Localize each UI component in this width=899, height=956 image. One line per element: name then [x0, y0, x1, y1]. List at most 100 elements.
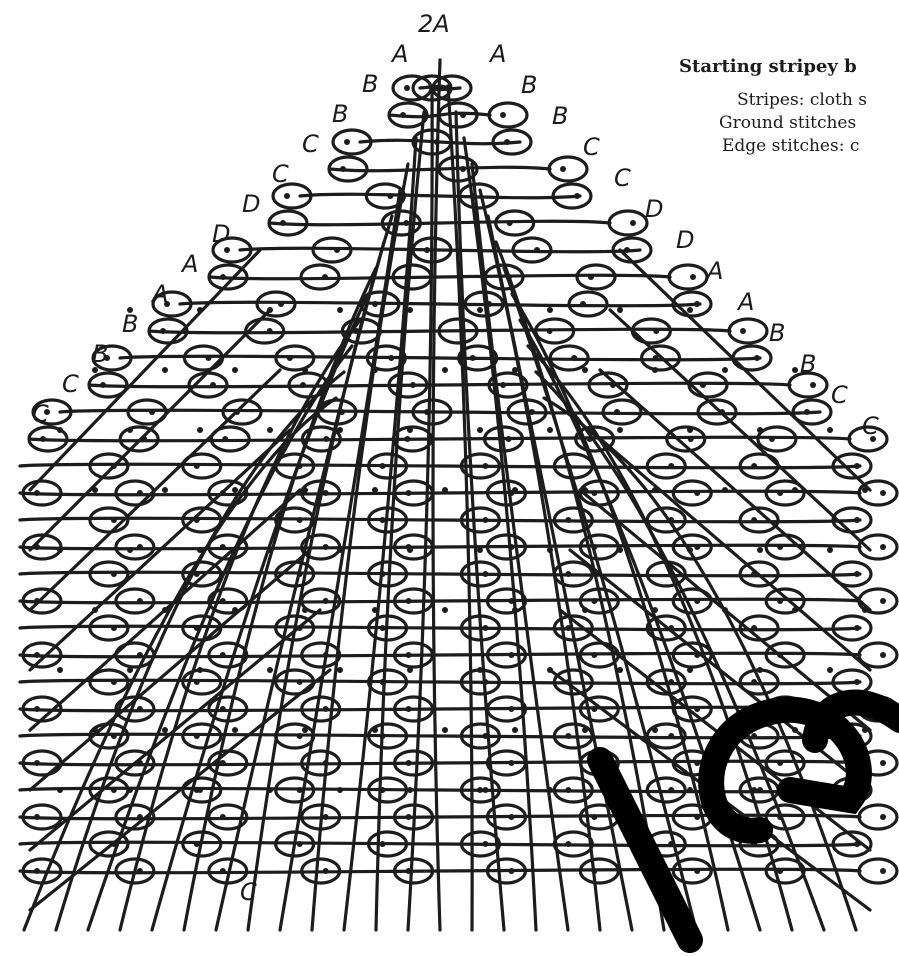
- pin-loop: [489, 103, 527, 127]
- horizontal-strand: [270, 221, 610, 224]
- ground-dot: [267, 667, 273, 673]
- pin-dot: [406, 652, 412, 658]
- pin-dot: [222, 436, 228, 442]
- pin-dot: [694, 760, 700, 766]
- pin-dot: [34, 706, 40, 712]
- ground-dot: [617, 667, 623, 673]
- ground-dot: [162, 727, 168, 733]
- pin-dot: [380, 463, 386, 469]
- legend-title: Starting stripey b: [679, 56, 899, 77]
- pin-dot: [560, 166, 566, 172]
- ground-dot: [827, 667, 833, 673]
- pin-dot: [508, 868, 514, 874]
- ground-dot: [372, 487, 378, 493]
- pin-dot: [694, 490, 700, 496]
- pin-dot: [406, 868, 412, 874]
- pin-dot: [353, 328, 359, 334]
- pin-dot: [507, 220, 513, 226]
- pin-dot: [854, 841, 860, 847]
- pin-dot: [220, 760, 226, 766]
- pin-dot: [571, 355, 577, 361]
- legend-ground: Ground stitches: [719, 112, 899, 135]
- ground-dot: [477, 667, 483, 673]
- pin-dot: [344, 139, 350, 145]
- pin-dot: [591, 490, 597, 496]
- ground-dot: [722, 607, 728, 613]
- legend: Starting stripey b Stripes: cloth s Grou…: [679, 56, 899, 158]
- pin-dot: [297, 679, 303, 685]
- ground-dot: [267, 427, 273, 433]
- pin-dot: [751, 679, 757, 685]
- pin-dot: [403, 220, 409, 226]
- ground-dot: [652, 727, 658, 733]
- horizontal-strand: [20, 491, 860, 494]
- pin-dot: [460, 328, 466, 334]
- pin-dot: [591, 544, 597, 550]
- pin-dot: [323, 760, 329, 766]
- ground-dot: [92, 607, 98, 613]
- ground-dot: [197, 547, 203, 553]
- pair-label-left: A: [390, 40, 408, 68]
- pair-label-right: B: [552, 102, 568, 130]
- pin-dot: [508, 814, 514, 820]
- ground-dot: [57, 427, 63, 433]
- pin-dot: [500, 112, 506, 118]
- pin-dot: [297, 841, 303, 847]
- pin-dot: [508, 544, 514, 550]
- pin-dot: [234, 409, 240, 415]
- pin-loop: [549, 157, 587, 181]
- horizontal-strand: [20, 464, 860, 467]
- ground-dot: [337, 667, 343, 673]
- pin-dot: [278, 301, 284, 307]
- pair-label-right: B: [800, 350, 816, 378]
- pin-dot: [751, 787, 757, 793]
- pin-dot: [380, 625, 386, 631]
- ground-dot: [127, 547, 133, 553]
- ground-dot: [827, 427, 833, 433]
- pin-dot: [380, 679, 386, 685]
- pin-dot: [751, 733, 757, 739]
- pin-loop: [859, 805, 897, 829]
- pin-dot: [323, 598, 329, 604]
- ground-dot: [652, 487, 658, 493]
- pair-label-left: B: [122, 310, 138, 338]
- pin-dot: [406, 706, 412, 712]
- pin-dot: [34, 598, 40, 604]
- pin-dot: [404, 274, 410, 280]
- ground-dot: [687, 427, 693, 433]
- pin-dot: [111, 733, 117, 739]
- pin-dot: [777, 652, 783, 658]
- ground-dot: [232, 607, 238, 613]
- horizontal-strand: [20, 788, 860, 791]
- pin-dot: [754, 355, 760, 361]
- ground-dot: [617, 547, 623, 553]
- ground-dot: [407, 787, 413, 793]
- pin-dot: [471, 193, 477, 199]
- ground-dot: [442, 487, 448, 493]
- pin-dot: [668, 625, 674, 631]
- pin-dot: [486, 301, 492, 307]
- pin-dot: [137, 760, 143, 766]
- pin-dot: [880, 760, 886, 766]
- pin-dot: [406, 490, 412, 496]
- pin-dot: [34, 652, 40, 658]
- pin-dot: [194, 463, 200, 469]
- ground-dot: [862, 487, 868, 493]
- pin-dot: [137, 652, 143, 658]
- pair-label-left: D: [212, 220, 230, 248]
- pair-label-left: C: [272, 160, 289, 188]
- pin-dot: [668, 733, 674, 739]
- pin-dot: [334, 247, 340, 253]
- pin-dot: [508, 652, 514, 658]
- pin-dot: [380, 517, 386, 523]
- pair-label-right: D: [676, 226, 694, 254]
- pin-dot: [506, 274, 512, 280]
- pin-dot: [424, 409, 430, 415]
- pin-dot: [444, 85, 450, 91]
- pin-dot: [194, 841, 200, 847]
- pin-dot: [380, 841, 386, 847]
- pair-label-right: C: [831, 381, 848, 409]
- pin-dot: [482, 733, 488, 739]
- pin-dot: [694, 544, 700, 550]
- pin-dot: [111, 679, 117, 685]
